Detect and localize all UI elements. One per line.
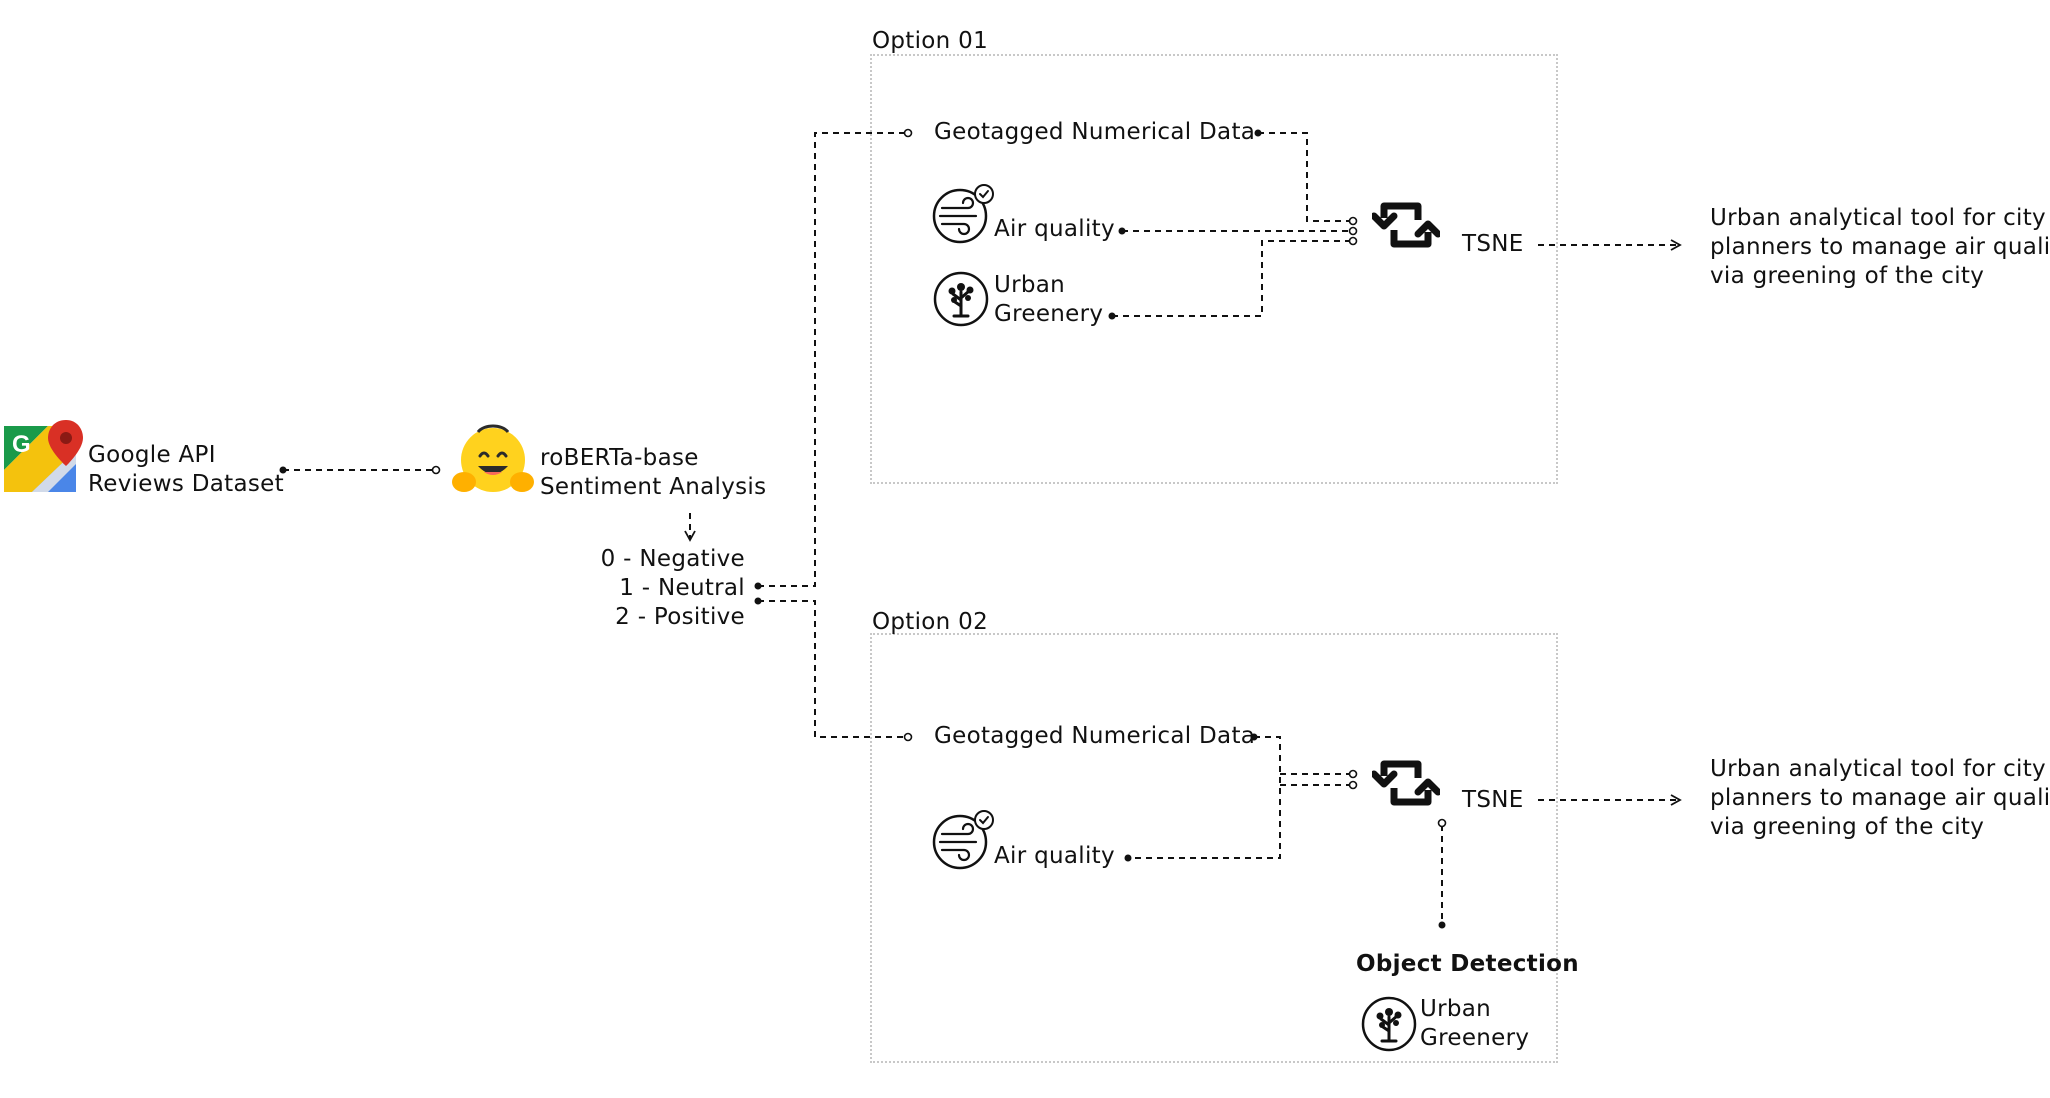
source-label-line1: Google API	[88, 442, 216, 468]
label-negative: 0 - Negative	[600, 546, 745, 572]
option-01-output-line1: Urban analytical tool for city	[1710, 205, 2046, 231]
option-01-output-line3: via greening of the city	[1710, 263, 1985, 289]
option-01-greenery-line2: Greenery	[994, 301, 1104, 327]
google-maps-icon: G	[4, 420, 83, 492]
option-02-box	[870, 633, 1558, 1063]
source-label-line2: Reviews Dataset	[88, 471, 284, 497]
label-neutral: 1 - Neutral	[619, 575, 745, 601]
option-01-title: Option 01	[872, 28, 989, 54]
label-positive: 2 - Positive	[615, 604, 745, 630]
option-01-geo-label: Geotagged Numerical Data	[934, 119, 1256, 145]
option-01-air-label: Air quality	[994, 216, 1115, 242]
svg-text:G: G	[12, 431, 31, 458]
option-01-greenery-line1: Urban	[994, 272, 1066, 298]
option-02-greenery-line2: Greenery	[1420, 1025, 1530, 1051]
loop-arrows-icon	[1372, 760, 1440, 806]
option-02-output-line3: via greening of the city	[1710, 814, 1985, 840]
option-01-tsne-label: TSNE	[1462, 231, 1524, 257]
option-02-tsne-label: TSNE	[1462, 787, 1524, 813]
option-02-output-line1: Urban analytical tool for city	[1710, 756, 2046, 782]
option-02-detection-label: Object Detection	[1356, 951, 1579, 977]
loop-arrows-icon	[1372, 202, 1440, 248]
option-02-air-label: Air quality	[994, 843, 1115, 869]
model-label-line1: roBERTa-base	[540, 445, 699, 471]
air-quality-icon	[932, 184, 994, 244]
air-quality-icon	[932, 810, 994, 870]
tree-icon	[933, 271, 989, 327]
option-02-title: Option 02	[872, 609, 989, 635]
hugging-face-icon	[452, 424, 534, 492]
option-01-box	[870, 54, 1558, 484]
option-02-geo-label: Geotagged Numerical Data	[934, 723, 1256, 749]
option-02-greenery-line1: Urban	[1420, 996, 1492, 1022]
tree-icon	[1361, 996, 1417, 1052]
option-01-output-line2: planners to manage air quality	[1710, 234, 2050, 260]
option-02-output-line2: planners to manage air quality	[1710, 785, 2050, 811]
model-label-line2: Sentiment Analysis	[540, 474, 767, 500]
